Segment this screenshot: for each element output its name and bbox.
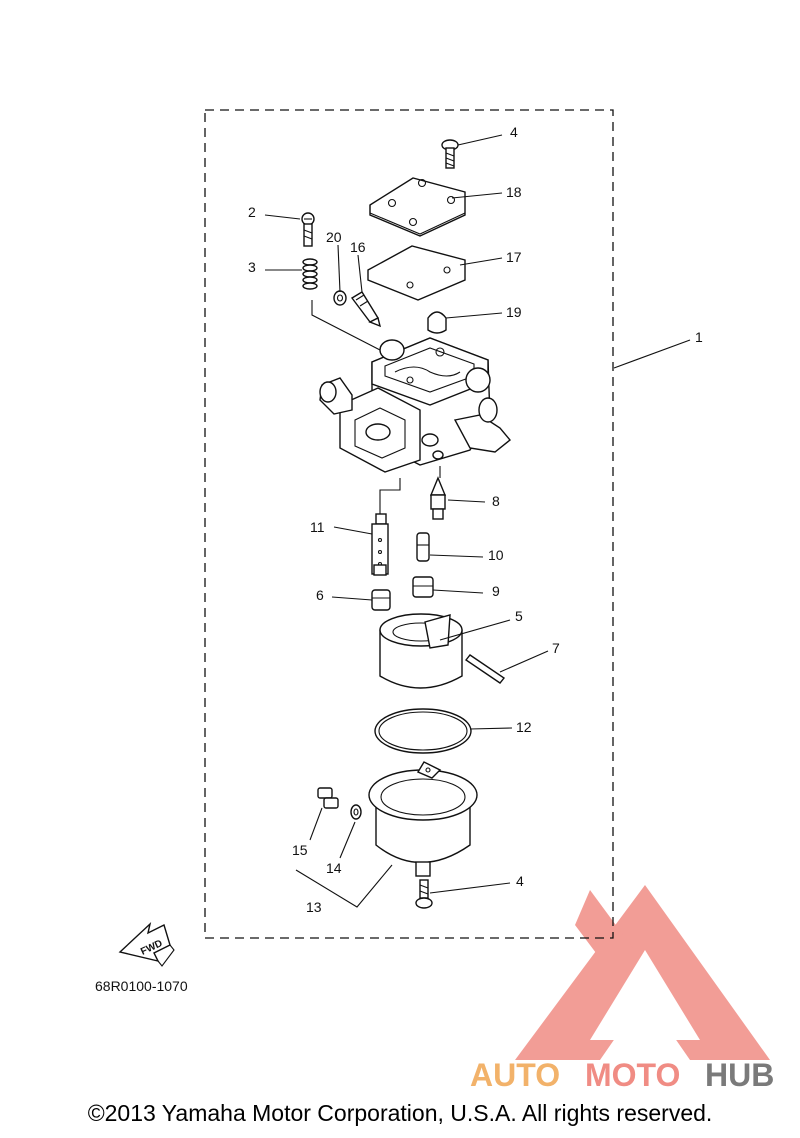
part-carburetor-body: [319, 337, 511, 473]
part-float-chamber-gasket: [374, 708, 472, 754]
part-screw-bottom: [415, 879, 433, 909]
callout-18: 18: [506, 184, 522, 200]
part-float: [379, 613, 463, 689]
part-needle-valve: [429, 476, 447, 520]
callout-12: 12: [516, 719, 532, 735]
part-spring: [302, 258, 318, 290]
part-float-pin: [464, 654, 506, 684]
part-cover-plate: [369, 177, 466, 237]
part-pilot-screw: [301, 212, 315, 247]
part-throttle-stop-screw: [350, 291, 382, 328]
part-drain-screw: [317, 787, 339, 809]
callout-4-bottom: 4: [516, 873, 524, 889]
diagram-code: 68R0100-1070: [95, 978, 188, 994]
callout-9: 9: [492, 583, 500, 599]
callout-15: 15: [292, 842, 308, 858]
copyright-notice: ©2013 Yamaha Motor Corporation, U.S.A. A…: [87, 1100, 713, 1126]
assembly-boundary: [204, 109, 614, 939]
callout-5: 5: [515, 608, 523, 624]
watermark-text-auto: AUTO: [470, 1057, 560, 1093]
callout-14: 14: [326, 860, 342, 876]
part-emulsion-tube: [371, 513, 389, 576]
callout-2: 2: [248, 204, 256, 220]
callout-20: 20: [326, 229, 342, 245]
callout-3: 3: [248, 259, 256, 275]
part-oring-small: [333, 290, 347, 306]
callout-11: 11: [310, 519, 325, 535]
watermark-text-moto: MOTO: [585, 1057, 680, 1093]
part-float-chamber: [368, 761, 478, 877]
part-pilot-jet: [371, 589, 391, 611]
callout-19: 19: [506, 304, 522, 320]
part-main-jet: [412, 576, 434, 598]
watermark-text-hub: HUB: [705, 1057, 774, 1093]
callout-17: 17: [506, 249, 522, 265]
part-screw-top: [441, 139, 459, 169]
callout-7: 7: [552, 640, 560, 656]
part-diaphragm-gasket: [367, 245, 466, 301]
callout-4-top: 4: [510, 124, 518, 140]
callout-16: 16: [350, 239, 366, 255]
callout-8: 8: [492, 493, 500, 509]
part-drain-washer: [350, 804, 362, 820]
callout-6: 6: [316, 587, 324, 603]
automotohub-watermark-logo: [515, 885, 770, 1060]
callout-10: 10: [488, 547, 504, 563]
callout-1: 1: [695, 329, 703, 345]
fwd-arrow-icon: FWD: [118, 921, 175, 967]
part-main-jet-holder: [416, 532, 430, 562]
callout-13: 13: [306, 899, 322, 915]
part-cap: [427, 311, 447, 334]
